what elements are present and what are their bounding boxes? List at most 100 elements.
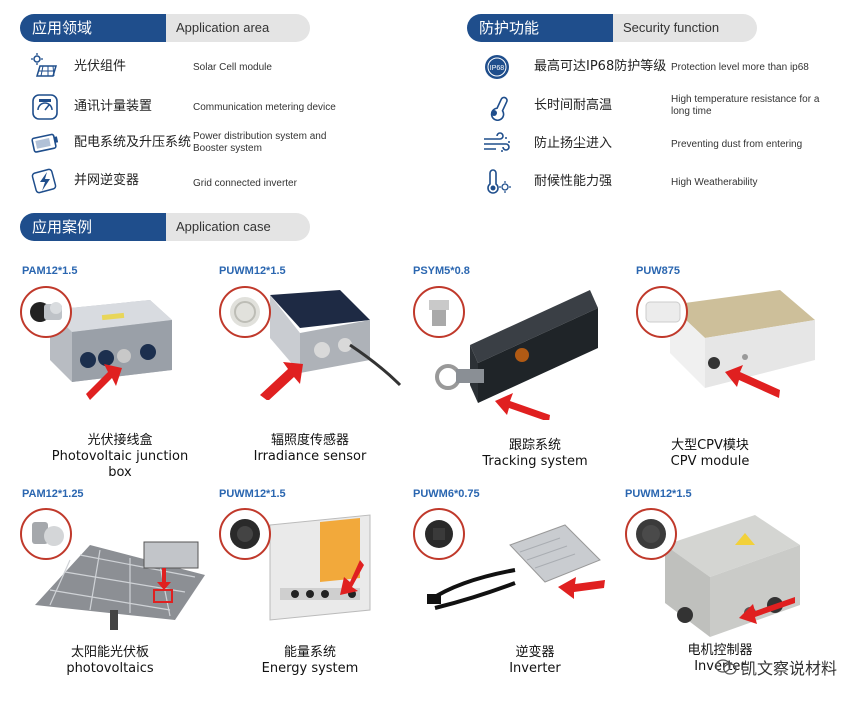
case-caption: 逆变器 Inverter (455, 645, 615, 677)
app-area-item: 通讯计量装置 Communication metering device (30, 92, 450, 122)
case-caption-en: Irradiance sensor (253, 449, 367, 464)
app-area-item: 光伏组件 Solar Cell module (30, 52, 450, 82)
seal-plug-thumbnail (20, 286, 72, 338)
case-code: PSYM5*0.8 (413, 265, 470, 277)
thermometer-icon (490, 96, 508, 121)
app-area-item: 配电系统及升压系统 Power distribution system and … (30, 128, 450, 158)
case-caption-cn: 能量系统 (283, 645, 336, 660)
arrow-icon (86, 364, 122, 400)
arrow-icon (739, 597, 795, 624)
arrow-icon (157, 568, 171, 590)
ip68-badge-icon: IP68 (485, 55, 509, 79)
micro-inverter-photo (427, 524, 605, 610)
item-label-en: Communication metering device (193, 102, 336, 113)
arrow-icon (340, 560, 364, 595)
watermark: 凯文察说材料 (715, 655, 837, 679)
arrow-icon (725, 365, 780, 398)
section-title-en: Application case (166, 213, 310, 241)
item-label-cn: 长时间耐高温 (534, 98, 613, 113)
section-title-cn: 应用领域 (20, 14, 166, 42)
case-code: PUWM12*1.5 (219, 265, 286, 277)
case-code: PUWM6*0.75 (413, 488, 480, 500)
item-label-cn: 通讯计量装置 (74, 99, 153, 114)
seal-plug-thumbnail (625, 508, 677, 560)
item-label-cn: 耐候性能力强 (534, 174, 613, 189)
case-caption-en: Energy system (261, 661, 359, 676)
item-label-en: Solar Cell module (193, 62, 272, 73)
case-caption-cn: 逆变器 (515, 645, 555, 660)
arrow-icon (260, 362, 303, 400)
item-label-cn: 光伏组件 (74, 59, 127, 74)
case-caption: 太阳能光伏板 photovoltaics (30, 645, 190, 677)
section-header-application-area: 应用领域 Application area (20, 14, 310, 42)
section-header-security-function: 防护功能 Security function (467, 14, 757, 42)
case-caption-cn: 光伏接线盒 (87, 433, 153, 448)
seal-plug-thumbnail (413, 508, 465, 560)
case-caption: 光伏接线盒 Photovoltaic junction box (40, 433, 200, 481)
irradiance-sensor-photo (260, 290, 402, 400)
chat-bubble-icon (715, 659, 737, 675)
seal-plug-thumbnail (219, 508, 271, 560)
energy-system-photo (269, 514, 371, 621)
case-caption-en: photovoltaics (66, 661, 154, 676)
wind-dust-icon (484, 132, 510, 152)
motor-controller-photo (665, 515, 800, 637)
battery-icon (31, 133, 59, 153)
case-code: PUWM12*1.5 (219, 488, 286, 500)
item-label-en: Preventing dust from entering (671, 139, 803, 150)
lightning-icon (31, 168, 57, 194)
security-item: 耐候性能力强 High Weatherability (482, 167, 842, 197)
item-label-cn: 并网逆变器 (74, 173, 140, 188)
seal-plug-thumbnail (413, 286, 465, 338)
case-caption-cn: 辐照度传感器 (270, 433, 349, 448)
photovoltaic-panel-photo (35, 541, 205, 630)
section-title-en: Security function (613, 14, 757, 42)
section-title-cn: 防护功能 (467, 14, 613, 42)
tracking-system-photo (435, 290, 598, 420)
section-title-en: Application area (166, 14, 310, 42)
case-code: PAM12*1.5 (22, 265, 78, 277)
case-code: PUWM12*1.5 (625, 488, 692, 500)
arrow-icon (558, 577, 605, 599)
security-item: 防止扬尘进入 Preventing dust from entering (482, 129, 842, 159)
case-caption-en: Inverter (694, 659, 746, 674)
svg-text:IP68: IP68 (490, 65, 505, 72)
seal-plug-thumbnail (219, 286, 271, 338)
case-caption: 辐照度传感器 Irradiance sensor (230, 433, 390, 465)
case-caption-cn: 跟踪系统 (508, 438, 561, 453)
case-code: PAM12*1.25 (22, 488, 84, 500)
item-label-cn: 防止扬尘进入 (534, 136, 613, 151)
item-label-cn: 配电系统及升压系统 (74, 135, 192, 150)
seal-plug-thumbnail (20, 508, 72, 560)
case-caption: 大型CPV模块 CPV module (630, 438, 790, 470)
case-caption: 电机控制器 Inverter (640, 643, 800, 675)
case-caption-cn: 太阳能光伏板 (70, 645, 149, 660)
item-label-en: High temperature resistance for a long t… (671, 94, 820, 117)
item-label-en: Power distribution system and Booster sy… (193, 131, 327, 154)
weather-thermometer-icon (487, 169, 511, 194)
section-title-cn: 应用案例 (20, 213, 166, 241)
seal-plug-thumbnail (636, 286, 688, 338)
junction-box-photo (50, 300, 172, 400)
arrow-icon (495, 393, 550, 420)
security-item: IP68 最高可达IP68防护等级 Protection level more … (482, 52, 842, 82)
item-label-cn: 最高可达IP68防护等级 (534, 59, 667, 74)
case-code: PUW875 (636, 265, 681, 277)
meter-gauge-icon (32, 94, 58, 120)
case-caption-cn: 大型CPV模块 (671, 438, 749, 453)
watermark-text: 凯文察说材料 (740, 659, 837, 678)
case-caption-en: Tracking system (482, 454, 588, 469)
case-caption-en: Inverter (509, 661, 561, 676)
section-header-application-case: 应用案例 Application case (20, 213, 310, 241)
item-label-en: Protection level more than ip68 (671, 62, 809, 73)
item-label-en: Grid connected inverter (193, 178, 297, 189)
item-label-en: High Weatherability (671, 177, 758, 188)
case-caption: 跟踪系统 Tracking system (455, 438, 615, 470)
solar-panel-icon (31, 53, 58, 77)
security-item: 长时间耐高温 High temperature resistance for a… (482, 91, 842, 121)
app-area-item: 并网逆变器 Grid connected inverter (30, 166, 450, 196)
case-caption-en: CPV module (670, 454, 750, 469)
case-caption-cn: 电机控制器 (687, 643, 753, 658)
case-caption-en: Photovoltaic junction box (51, 449, 189, 480)
case-caption: 能量系统 Energy system (230, 645, 390, 677)
